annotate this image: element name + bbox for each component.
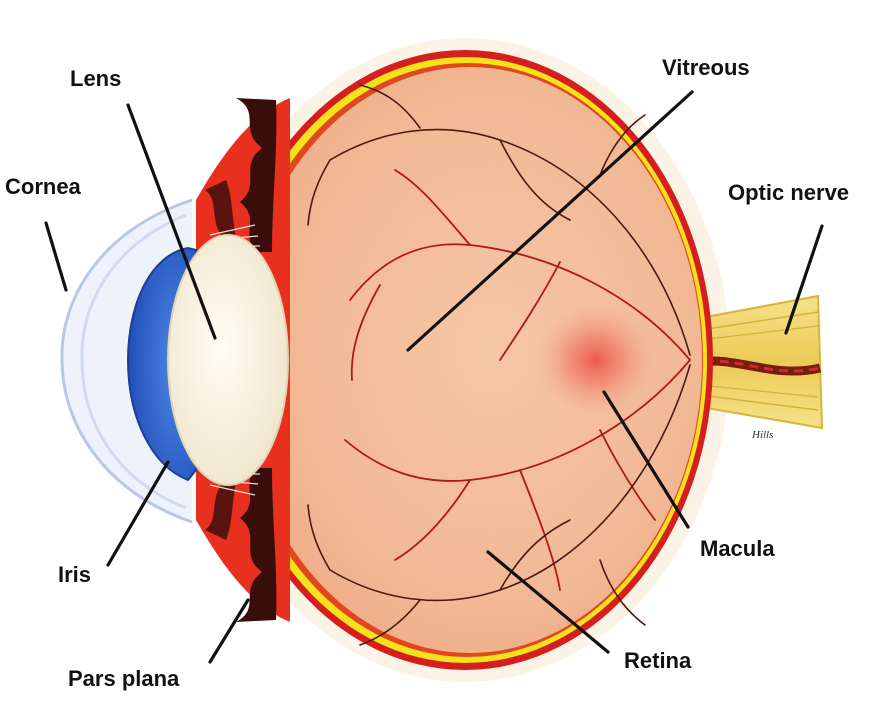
leader-iris xyxy=(106,460,170,567)
cornea-inner-line xyxy=(80,213,187,510)
vitreous-body xyxy=(238,67,702,653)
leader-optic-nerve xyxy=(784,224,824,335)
artist-signature: Hills xyxy=(751,429,773,441)
label-cornea: Cornea xyxy=(5,174,82,199)
leader-retina xyxy=(486,550,610,654)
label-vitreous: Vitreous xyxy=(662,55,750,80)
leader-pars-plana xyxy=(208,598,250,664)
label-optic-nerve: Optic nerve xyxy=(728,180,849,205)
leader-cornea xyxy=(44,221,68,292)
label-macula: Macula xyxy=(700,536,775,561)
ciliary-fold-lower xyxy=(205,480,236,540)
label-lens: Lens xyxy=(70,66,121,91)
label-iris: Iris xyxy=(58,562,91,587)
leader-lines xyxy=(44,90,824,664)
label-pars-plana: Pars plana xyxy=(68,666,180,691)
macula-spot xyxy=(534,302,658,418)
ciliary-fold-upper xyxy=(205,180,236,240)
label-retina: Retina xyxy=(624,648,692,673)
pars-plana-upper xyxy=(236,98,277,252)
leader-macula xyxy=(602,390,690,529)
pars-plana-lower xyxy=(236,468,277,622)
retinal-vessels xyxy=(307,84,691,646)
leader-lens xyxy=(126,103,217,340)
leader-vitreous xyxy=(406,90,694,352)
lens-shape xyxy=(167,234,289,486)
